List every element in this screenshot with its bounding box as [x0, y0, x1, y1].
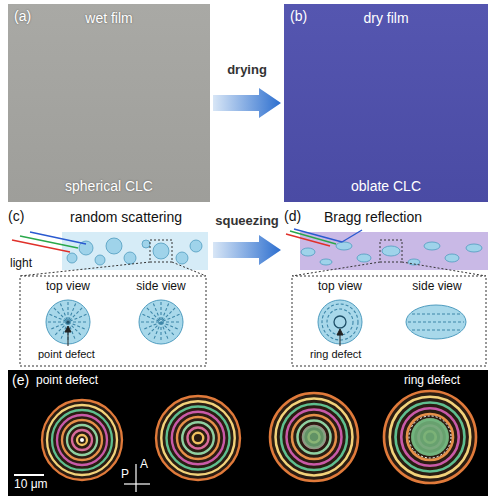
panel-letter: (c) [8, 208, 24, 224]
defect-label: point defect [38, 348, 95, 361]
inset-view: side view [116, 278, 206, 362]
node-text: top view [46, 280, 90, 294]
droplet-micrograph [42, 400, 122, 480]
defect-label: ring defect [404, 374, 460, 388]
panel-letter: (a) [14, 8, 31, 24]
wet-film-layer [62, 232, 208, 270]
node-text: side view [136, 280, 185, 294]
arrow-label: drying [226, 63, 268, 78]
light-rays [12, 232, 86, 252]
zoom-box [380, 240, 402, 262]
panel-letter: (b) [290, 8, 307, 24]
node-text: spherical CLC [65, 178, 153, 194]
panel-letter: (d) [284, 208, 301, 224]
node-text: wet film [85, 10, 132, 26]
zoom-box [150, 240, 172, 262]
light-label: light [10, 257, 32, 271]
arrow-label: squeezing [214, 214, 280, 229]
node-text: top view [318, 280, 362, 294]
scale-bar [14, 474, 44, 476]
polarizer-label: P [121, 468, 129, 482]
film-sketch: (c) random scattering [8, 208, 210, 272]
node-text: oblate CLC [351, 178, 421, 194]
inset-view: side view [390, 278, 484, 362]
inset-frame [292, 276, 486, 366]
process-arrow [213, 235, 281, 265]
node-text: (e) [12, 372, 29, 388]
node-text: dry film [363, 10, 408, 26]
defect-label: point defect [36, 374, 98, 388]
inset-frame [20, 276, 206, 366]
process-arrow [213, 88, 281, 118]
droplet-micrograph [156, 396, 240, 480]
bragg-rays [286, 229, 362, 246]
micrograph-frame: (e) [8, 370, 488, 496]
scale-label: 10 μm [14, 478, 48, 492]
droplet-micrograph [270, 393, 358, 481]
zoom-lines [292, 262, 486, 276]
film-panel: (a) wet film spherical CLC [8, 4, 210, 202]
node-text: Bragg reflection [324, 209, 422, 225]
node-text: side view [412, 280, 461, 294]
droplet-micrograph [384, 391, 476, 483]
zoom-lines [20, 262, 206, 276]
defect-pointer [65, 326, 71, 346]
film-panel: (b) dry film oblate CLC [284, 4, 488, 202]
defect-pointer [337, 329, 343, 346]
micrograph-panel [8, 370, 488, 496]
film-sketch: (d) Bragg reflection [284, 208, 488, 272]
oblate-droplet-side [406, 305, 466, 339]
analyzer-label: A [140, 458, 148, 472]
node-text: random scattering [70, 209, 182, 225]
spherical-droplets [67, 238, 202, 265]
defect-label: ring defect [310, 348, 361, 361]
spherical-droplet-side [139, 300, 183, 344]
